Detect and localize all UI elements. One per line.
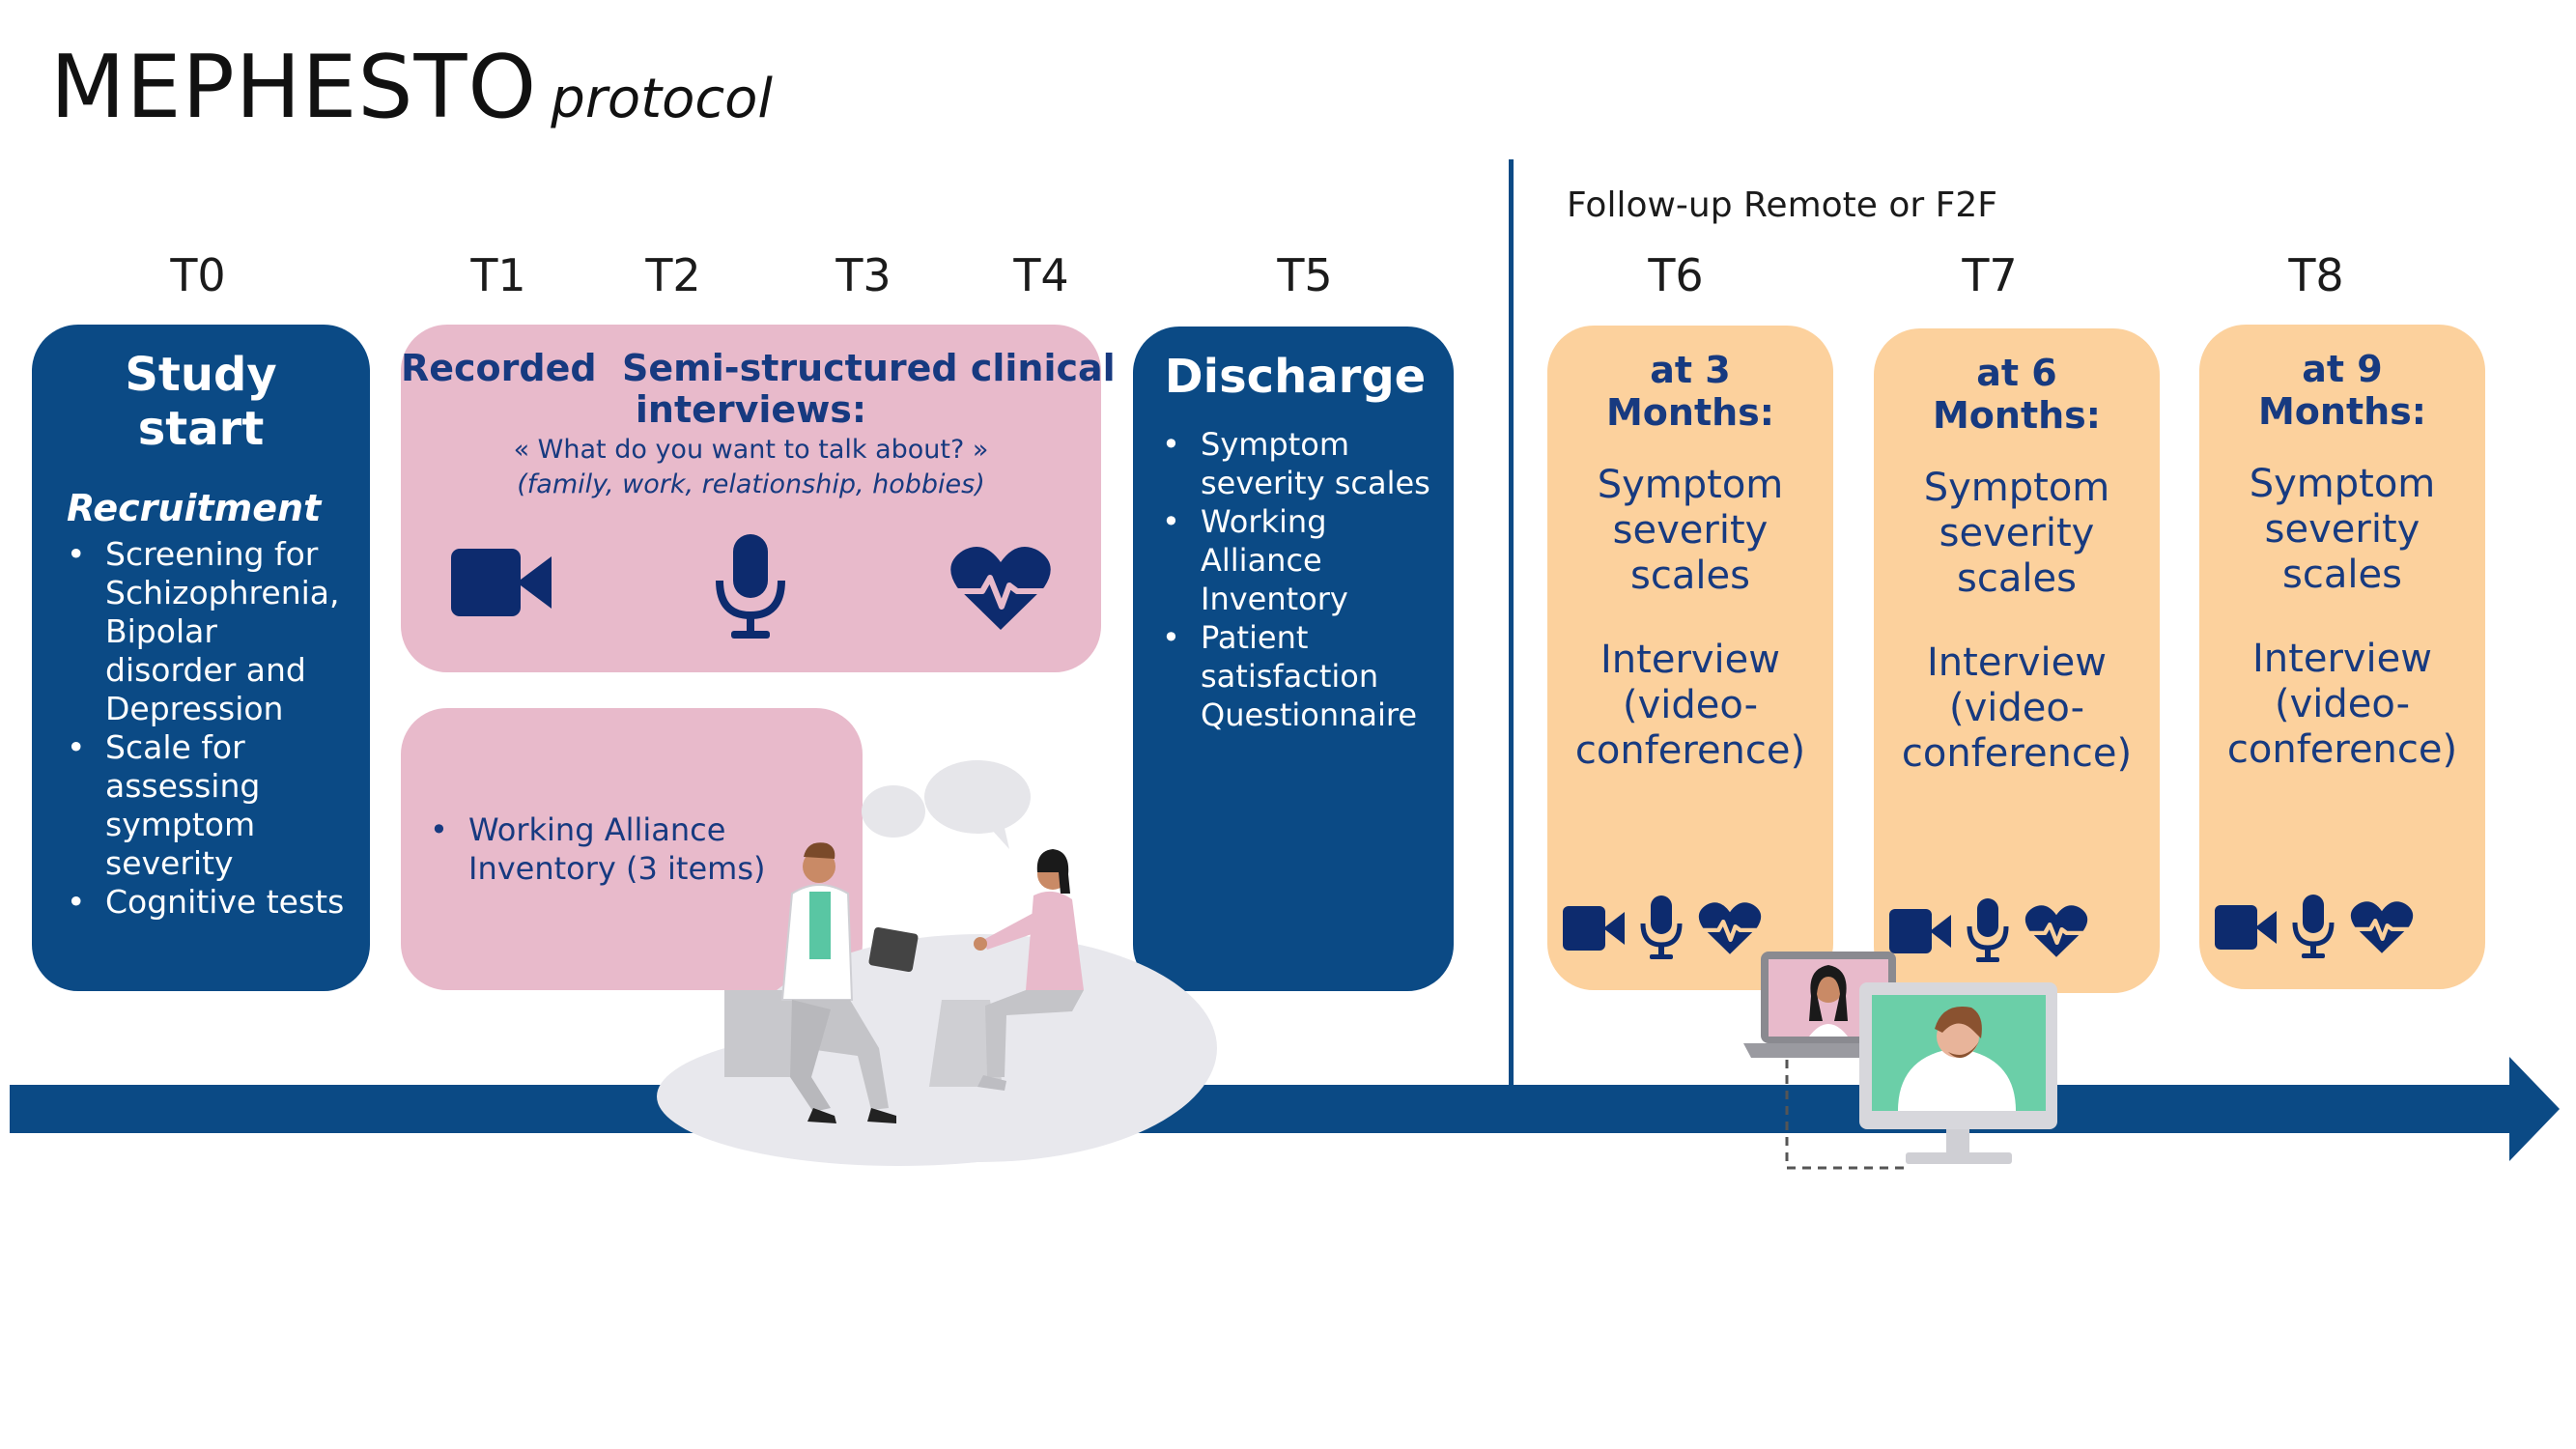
interviews-title-line1: Recorded Semi-structured clinical	[401, 347, 1116, 389]
time-point-t6: T6	[1648, 249, 1704, 301]
followup-label: Follow-up Remote or F2F	[1567, 185, 1997, 225]
time-point-t5: T5	[1277, 249, 1333, 301]
followup-divider	[1509, 159, 1514, 1087]
recruitment-item: Screening for Schizophrenia, Bipolar dis…	[67, 535, 345, 728]
followup-icons	[1889, 898, 2088, 964]
video-camera-icon	[1889, 909, 1951, 953]
discharge-item: Patient satisfaction Questionnaire	[1162, 618, 1440, 734]
discharge-box: Discharge Symptom severity scales Workin…	[1133, 327, 1454, 991]
followup-interview: Interview (video-conference)	[2226, 637, 2458, 772]
followup-scales: Symptom severity scales	[1597, 463, 1784, 598]
timeline-arrow	[10, 1057, 2560, 1161]
microphone-icon	[1967, 898, 2009, 962]
recruitment-item: Cognitive tests	[67, 883, 345, 922]
time-point-t4: T4	[1013, 249, 1069, 301]
interviews-title-line2: interviews:	[635, 388, 867, 431]
discharge-title: Discharge	[1164, 350, 1427, 404]
recorded-interviews-box: Recorded Semi-structured clinical interv…	[401, 325, 1116, 672]
working-alliance-box: Working Alliance Inventory (3 items)	[401, 708, 863, 990]
study-start-title: Study start	[125, 348, 277, 456]
discharge-item: Working Alliance Inventory	[1162, 502, 1440, 618]
video-camera-icon	[2215, 905, 2277, 950]
heart-rate-icon	[2350, 901, 2414, 953]
microphone-icon	[2292, 895, 2335, 958]
followup-title: at 9 Months:	[2257, 348, 2426, 433]
followup-icons	[2215, 895, 2414, 960]
followup-interview: Interview (video-conference)	[1574, 638, 1806, 773]
time-point-t2: T2	[645, 249, 701, 301]
followup-box-9-months: at 9 Months: Symptom severity scales Int…	[2199, 325, 2485, 989]
video-camera-icon	[451, 549, 553, 616]
recruitment-heading: Recruitment	[67, 487, 322, 529]
title-main: MEPHESTO	[50, 37, 538, 138]
followup-interview: Interview (video-conference)	[1901, 640, 2133, 776]
microphone-icon	[712, 534, 789, 642]
video-camera-icon	[1563, 906, 1625, 951]
time-point-t7: T7	[1962, 249, 2018, 301]
recruitment-item: Scale for assessing symptom severity	[67, 728, 345, 883]
followup-title: at 6 Months:	[1932, 352, 2101, 437]
video-conference-illustration	[1743, 952, 2057, 1170]
time-point-t3: T3	[835, 249, 892, 301]
time-point-t0: T0	[170, 249, 226, 301]
heart-rate-icon	[2024, 905, 2088, 957]
heart-rate-icon	[1698, 902, 1762, 954]
alliance-item: Working Alliance Inventory (3 items)	[430, 810, 843, 888]
heart-rate-icon	[949, 545, 1052, 632]
followup-box-6-months: at 6 Months: Symptom severity scales Int…	[1874, 328, 2160, 993]
alliance-list: Working Alliance Inventory (3 items)	[430, 810, 843, 888]
interview-topics: (family, work, relationship, hobbies)	[517, 469, 985, 499]
recruitment-list: Screening for Schizophrenia, Bipolar dis…	[67, 535, 345, 922]
study-start-box: Study start Recruitment Screening for Sc…	[32, 325, 370, 991]
interview-question: « What do you want to talk about? »	[513, 435, 989, 465]
time-point-t1: T1	[470, 249, 526, 301]
microphone-icon	[1640, 895, 1683, 959]
followup-title: at 3 Months:	[1605, 349, 1774, 434]
followup-icons	[1563, 895, 1762, 961]
title-sub: protocol	[551, 68, 773, 130]
followup-box-3-months: at 3 Months: Symptom severity scales Int…	[1547, 326, 1833, 990]
discharge-item: Symptom severity scales	[1162, 425, 1440, 502]
discharge-list: Symptom severity scales Working Alliance…	[1162, 425, 1440, 734]
time-point-t8: T8	[2288, 249, 2344, 301]
followup-scales: Symptom severity scales	[1923, 466, 2110, 601]
followup-scales: Symptom severity scales	[2249, 462, 2436, 597]
consultation-illustration	[657, 760, 1217, 1166]
